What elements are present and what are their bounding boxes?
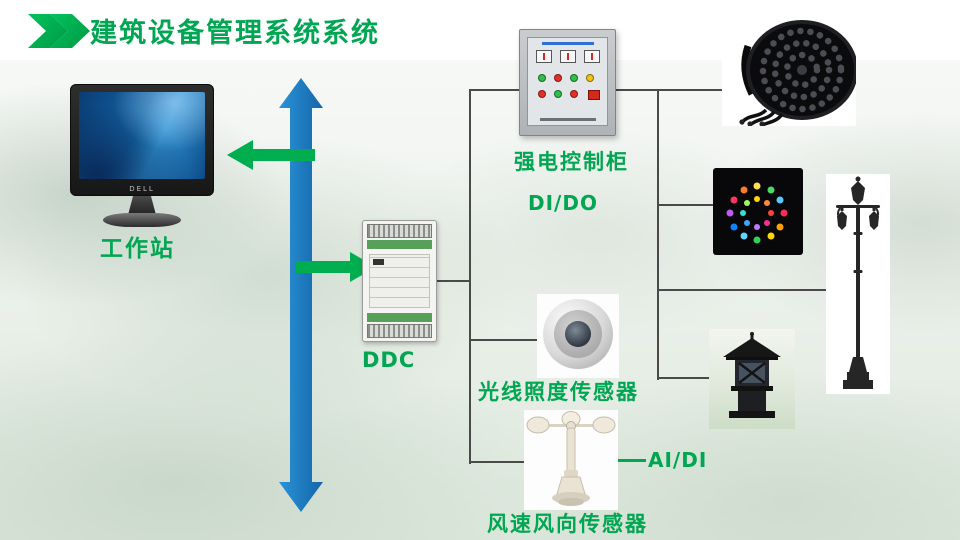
terminal-block <box>367 324 432 338</box>
par-light-image <box>722 18 856 126</box>
connector-line <box>469 89 520 91</box>
cabinet-bottom-label <box>540 118 596 121</box>
ddc-label: DDC <box>362 348 416 372</box>
emergency-stop-button <box>588 90 600 100</box>
indicator-lamp <box>586 74 594 82</box>
cabinet-panel <box>527 37 608 126</box>
panel-meter <box>536 50 552 63</box>
garden-lamp-image <box>709 329 795 429</box>
garden-lamp-drawing <box>723 332 781 418</box>
led-strip-drawing <box>726 182 788 244</box>
wind-sensor-io-label: AI/DI <box>648 448 708 472</box>
indicator-lamp <box>538 74 546 82</box>
monitor-base <box>103 213 181 227</box>
cabinet-io-label: DI/DO <box>528 191 598 215</box>
push-button <box>570 90 578 98</box>
monitor-stand <box>128 196 156 215</box>
panel-meter <box>560 50 576 63</box>
connector-line <box>657 204 713 206</box>
connector-line <box>616 89 722 91</box>
cabinet-label: 强电控制柜 <box>514 150 629 174</box>
illuminance-sensor-image <box>537 294 619 378</box>
push-button <box>538 90 546 98</box>
slide-title: 建筑设备管理系统系统 <box>90 18 380 49</box>
panel-meter <box>584 50 600 63</box>
connector-line <box>469 461 524 463</box>
street-lamp-image <box>826 174 890 394</box>
connector-line <box>657 89 659 380</box>
monitor-screen <box>79 92 205 179</box>
ai-di-connector-line <box>618 459 646 462</box>
light-sensor-label: 光线照度传感器 <box>478 380 639 404</box>
connector-line <box>657 377 709 379</box>
led-strip-image <box>713 168 803 255</box>
wind-sensor-label: 风速风向传感器 <box>487 512 648 536</box>
connector-line <box>469 89 471 464</box>
monitor-brand: DELL <box>129 185 155 193</box>
workstation-monitor-image: DELL <box>70 84 216 230</box>
connector-line <box>657 289 826 291</box>
terminal-block-green <box>367 240 432 249</box>
monitor-frame: DELL <box>70 84 214 196</box>
ddc-controller-image <box>362 220 437 342</box>
par-light-drawing <box>739 20 856 126</box>
arrow-to-ddc <box>296 252 376 282</box>
power-cabinet-image <box>519 29 616 136</box>
connector-line <box>469 339 537 341</box>
connector-line <box>436 280 470 282</box>
indicator-lamp <box>570 74 578 82</box>
terminal-block <box>367 224 432 238</box>
sensor-lens <box>565 321 591 347</box>
workstation-label: 工作站 <box>100 236 175 262</box>
vertical-bus-arrow <box>279 78 323 512</box>
street-lamp-drawing <box>836 176 880 389</box>
arrow-to-workstation <box>227 140 315 170</box>
indicator-lamp <box>554 74 562 82</box>
ddc-status-display <box>373 259 384 265</box>
wind-sensor-image <box>524 410 618 510</box>
anemometer-drawing <box>526 411 616 506</box>
cabinet-nameplate <box>542 42 594 45</box>
push-button <box>554 90 562 98</box>
terminal-block-green <box>367 313 432 322</box>
